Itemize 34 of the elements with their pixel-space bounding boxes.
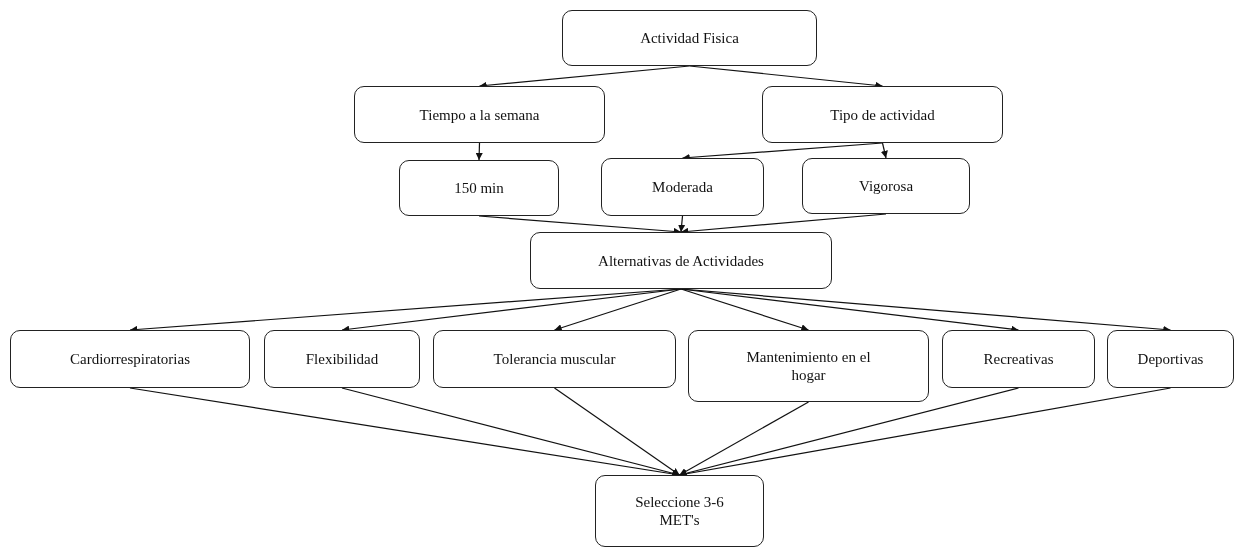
node-label: 150 min (454, 179, 504, 197)
arrow (880, 142, 888, 159)
process-box (601, 158, 764, 216)
arrow (678, 215, 686, 233)
process-box (595, 475, 764, 547)
node-label: Alternativas de Actividades (598, 251, 764, 270)
process-box (433, 330, 676, 388)
node-label: Tolerancia muscular (493, 350, 616, 368)
node-label: Actividad Fisica (640, 29, 739, 47)
process-box (762, 86, 1003, 143)
node-label: Moderada (652, 178, 713, 196)
process-box (530, 232, 832, 289)
arrow (475, 142, 483, 161)
node-label: Flexibilidad (305, 350, 379, 368)
node-label: Tipo de actividad (830, 105, 935, 124)
process-box (562, 10, 817, 66)
node-label: Cardiorrespiratorias (70, 350, 190, 368)
process-box (354, 86, 605, 143)
process-box (802, 158, 970, 214)
process-box (264, 330, 420, 388)
arrow (553, 387, 681, 476)
process-box (1107, 330, 1234, 388)
node-label: Vigorosa (858, 177, 914, 195)
process-box (399, 160, 559, 216)
node-label: Mantenimiento en el hogar (745, 348, 872, 384)
node-label: Seleccione 3-6 MET's (634, 493, 725, 529)
node-label: Tiempo a la semana (419, 105, 540, 124)
process-box (10, 330, 250, 388)
arrow (678, 401, 810, 476)
node-label: Recreativas (983, 350, 1054, 368)
node-label: Deportivas (1137, 350, 1204, 368)
process-box (688, 330, 929, 402)
arrow (553, 288, 682, 332)
process-box (942, 330, 1095, 388)
